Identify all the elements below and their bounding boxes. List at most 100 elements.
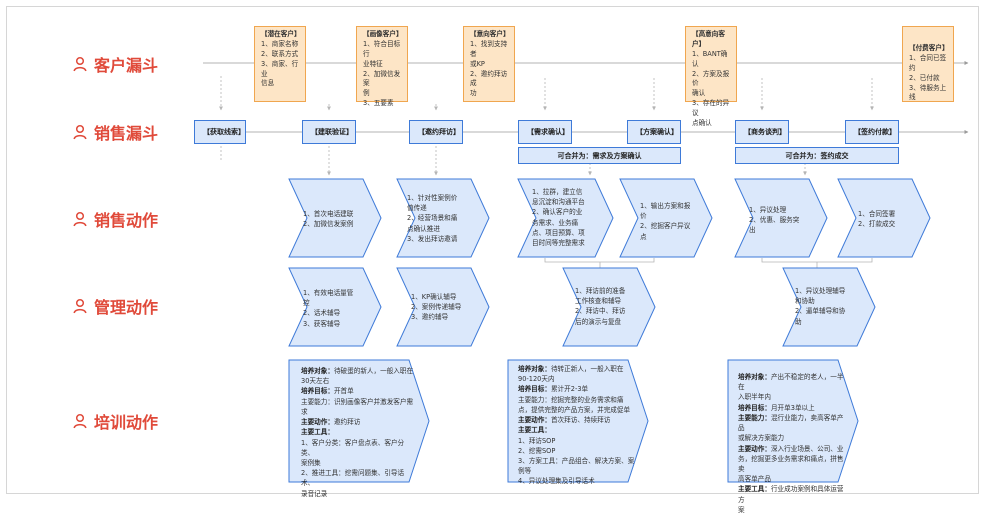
- training-line-text: 月开单3单以上: [770, 403, 815, 412]
- action-line: 出: [749, 226, 756, 235]
- sales-stage-payment: 【签约付款】: [845, 120, 899, 144]
- training-line-label: 主要工具：: [518, 426, 551, 435]
- action-line: 3、邀约辅导: [411, 313, 449, 322]
- customer-stage-potential: 【潜在客户】 1、商家名称 2、联系方式 3、商家、行业 信息: [254, 26, 306, 102]
- training-line-text: 主要能力：挖掘完整的业务需求和痛: [518, 395, 624, 404]
- merge-needs-solution: 可合并为：需求及方案确认: [518, 147, 681, 164]
- training-line-label: 主要能力：: [738, 413, 771, 422]
- action-line: 2、案例传递辅导: [411, 303, 462, 312]
- training-line: 培养目标：开首单: [301, 386, 417, 396]
- action-line: 1、异议处理辅导: [795, 287, 846, 295]
- training-line-text: 求: [301, 407, 308, 416]
- row-label-text: 培训动作: [94, 413, 159, 432]
- training-line-text: 30天左右: [301, 377, 330, 386]
- management-action-chevron: 1、拜访前的准备 工作核查和辅导 2、拜访中、拜访 后的演示与复盘: [562, 267, 656, 347]
- training-line: 1、客户分类：客户盘点表、客户分类、: [301, 438, 417, 458]
- training-line: 培养对象：产出不稳定的老人，一半在: [738, 372, 850, 392]
- row-label-text: 销售漏斗: [94, 124, 159, 143]
- training-line-label: 培养目标：: [518, 385, 551, 394]
- training-line-text: 首次拜访、持续拜访: [550, 416, 611, 425]
- stage-line: 或KP: [470, 59, 485, 68]
- action-line: 2、确认客户的业: [532, 208, 583, 217]
- diagram-frame: [6, 6, 979, 494]
- row-label-management-actions: 管理动作: [72, 294, 192, 318]
- training-line-label: 培养对象：: [518, 365, 551, 373]
- training-line: 2、推进工具：挖需问题集、引导话术、: [301, 468, 417, 488]
- sales-stage-label: 【需求确认】: [527, 128, 569, 136]
- stage-line: 业特征: [363, 59, 383, 68]
- stage-line: 3、五要素: [363, 99, 394, 108]
- sales-action-chevron: 1、输出方案和报 价 2、挖掘客户异议 点: [619, 178, 713, 258]
- training-line-text: 4、异议处理集及引导话术: [518, 477, 595, 486]
- action-line: 点、项目预算、项: [532, 228, 585, 237]
- training-line: 主要动作：邀约拜访: [301, 417, 417, 427]
- training-line: 2、挖需SOP: [518, 446, 638, 456]
- action-line: 后的演示与复盘: [575, 317, 622, 326]
- sales-stage-needs: 【需求确认】: [518, 120, 572, 144]
- training-line: 例等: [518, 466, 638, 476]
- action-line: 点: [640, 232, 647, 241]
- training-line-text: 主要能力：识别画像客户并激发客户需: [301, 397, 414, 406]
- stage-line: 确认: [692, 89, 706, 98]
- training-line-text: 点，提供完整的产品方案，并完成促单: [518, 405, 631, 414]
- training-line: 90-120天内: [518, 374, 638, 384]
- customer-stage-high-intent: 【高意向客户】 1、BANT确认 2、方案及报价 确认 3、存在的异议 点确认: [685, 26, 737, 127]
- training-line: 入职半年内: [738, 392, 850, 402]
- training-line-text: 或解决方案能力: [738, 434, 785, 443]
- training-line: 培养对象：待破蛋的新人，一般入职在: [301, 366, 417, 376]
- sales-stage-label: 【商务谈判】: [744, 128, 786, 136]
- training-line-text: 累计开2-3单: [550, 385, 589, 394]
- row-label-sales-funnel: 销售漏斗: [72, 120, 192, 144]
- action-line: 2、挖掘客户异议: [640, 222, 691, 231]
- training-line: 1、拜访SOP: [518, 436, 638, 446]
- action-line: 1、输出方案和报: [640, 202, 691, 210]
- action-line: 1、针对性案例价: [407, 194, 458, 202]
- stage-line: 2、联系方式: [261, 49, 299, 58]
- person-icon: [73, 124, 87, 140]
- training-line-text: 高客单产品: [738, 475, 771, 484]
- merge-deal: 可合并为：签约成交: [735, 147, 899, 164]
- stage-title: 【高意向客户】: [692, 30, 725, 48]
- training-line-text: 案例集: [301, 458, 321, 467]
- action-line: 1、有效电话量管: [303, 289, 354, 297]
- action-line: 工作核查和辅导: [575, 297, 622, 306]
- stage-line: 点确认: [692, 119, 712, 128]
- training-line-label: 主要动作：: [738, 444, 771, 453]
- sales-action-chevron: 1、针对性案例价 值传递 2、经营场景和痛 点确认推进 3、发出拜访邀请: [396, 178, 490, 258]
- training-line: 培养目标：月开单3单以上: [738, 403, 850, 413]
- training-line: 主要能力：混行业能力，卖高客单产品: [738, 413, 850, 433]
- sales-stage-negotiation: 【商务谈判】: [735, 120, 789, 144]
- training-line: 或解决方案能力: [738, 433, 850, 443]
- row-label-sales-actions: 销售动作: [72, 207, 192, 231]
- stage-line: 信息: [261, 79, 275, 88]
- sales-stage-label: 【邀约拜访】: [418, 128, 460, 136]
- stage-title: 【意向客户】: [470, 30, 510, 38]
- sales-action-chevron: 1、异议处理 2、优惠、服务突 出: [734, 178, 828, 258]
- training-line: 主要工具：行业成功案例和具体运营方: [738, 484, 850, 504]
- training-line: 30天左右: [301, 376, 417, 386]
- training-line-text: 90-120天内: [518, 375, 555, 384]
- training-line-text: 3、方案工具：产品组合、解决方案、案: [518, 456, 635, 465]
- row-label-text: 管理动作: [94, 298, 159, 317]
- action-line: 2、打款成交: [858, 220, 896, 229]
- training-line: 主要工具：: [301, 427, 417, 437]
- training-line-text: 待转正新人，一般入职在: [550, 365, 624, 373]
- sales-stage-visit: 【邀约拜访】: [409, 120, 463, 144]
- action-line: 1、拉群，建立信: [532, 188, 583, 196]
- training-action-block: 培养对象：待破蛋的新人，一般入职在 30天左右 培养目标：开首单 主要能力：识别…: [288, 359, 430, 498]
- training-line-text: 待破蛋的新人，一般入职在: [333, 367, 414, 375]
- sales-action-chevron: 1、拉群，建立信 息沉淀和沟通平台 2、确认客户的业 务需求、业务痛 点、项目预…: [517, 178, 614, 258]
- action-line: 价: [640, 212, 647, 221]
- training-line-text: 2、挖需SOP: [518, 446, 556, 455]
- action-line: 3、发出拜访邀请: [407, 234, 458, 243]
- sales-action-chevron: 1、首次电话建联 2、加微信发案例: [288, 178, 382, 258]
- sales-action-chevron: 1、合同签署 2、打款成交: [837, 178, 931, 258]
- training-line-label: 主要动作：: [301, 418, 334, 427]
- sales-stage-label: 【方案确认】: [636, 128, 678, 136]
- action-line: 和协助: [795, 297, 815, 306]
- stage-line: 1、找到支持者: [470, 39, 508, 58]
- management-action-chevron: 1、异议处理辅导 和协助 2、逼单辅导和协 助: [782, 267, 876, 347]
- training-line-text: 2、推进工具：挖需问题集、引导话术、: [301, 469, 405, 488]
- training-line-label: 培养对象：: [738, 373, 771, 381]
- stage-line: 3、存在的异议: [692, 99, 730, 118]
